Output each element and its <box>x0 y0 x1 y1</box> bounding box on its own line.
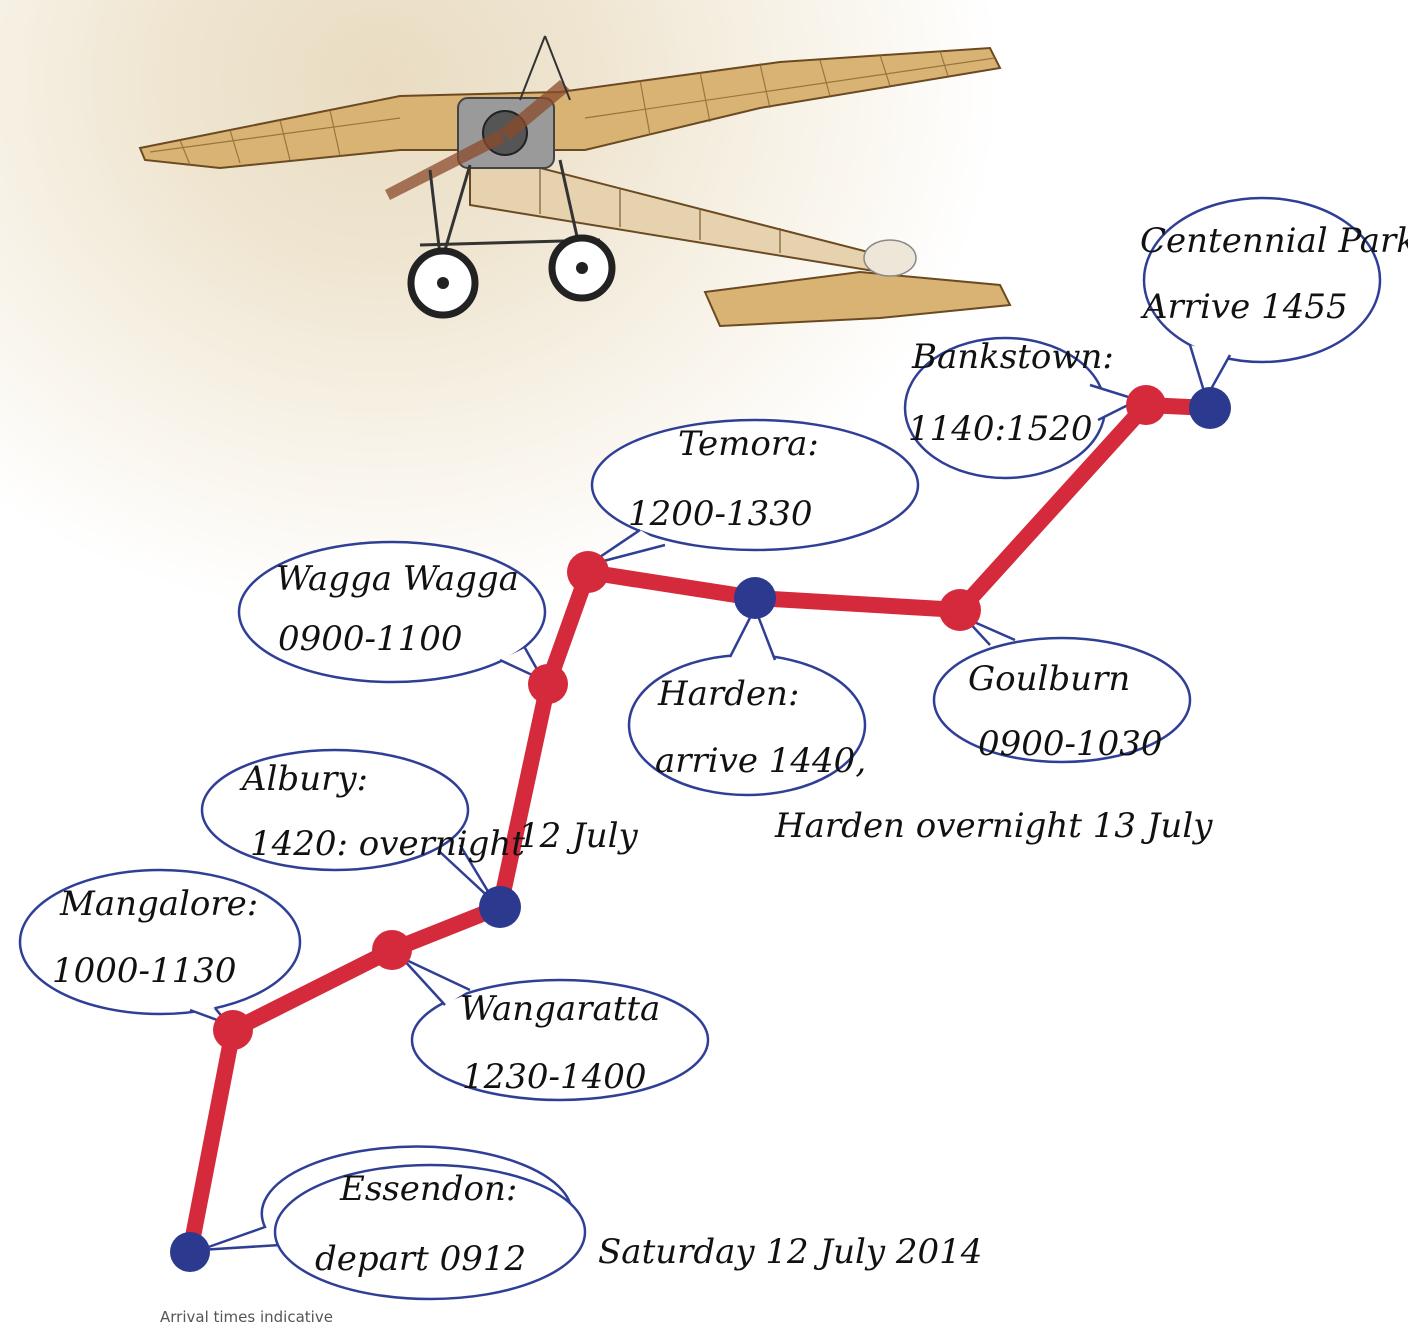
label-centennial-name: Centennial Park <box>1140 221 1408 261</box>
bubble-mangalore <box>18 868 302 1016</box>
dot-wagga <box>528 664 568 704</box>
dot-wangaratta <box>372 930 412 970</box>
dot-goulburn <box>939 589 981 631</box>
start-date-note: Saturday 12 July 2014 <box>598 1232 983 1272</box>
bubble-wangaratta <box>410 978 710 1102</box>
label-wagga-time: 0900-1100 <box>278 619 463 659</box>
dot-harden <box>734 577 776 619</box>
label-essendon-name: Essendon: <box>339 1169 517 1209</box>
bubble-albury <box>200 748 470 872</box>
dot-centennial <box>1189 387 1231 429</box>
harden-overnight-note: Harden overnight 13 July <box>775 806 1213 846</box>
label-harden-time: arrive 1440, <box>655 741 866 781</box>
dot-essendon <box>170 1232 210 1272</box>
label-mangalore-name: Mangalore: <box>59 884 258 924</box>
label-albury-time: 1420: overnight <box>250 824 525 864</box>
label-wangaratta-name: Wangaratta <box>460 989 660 1029</box>
stop-dots <box>170 385 1231 1272</box>
label-mangalore-time: 1000-1130 <box>52 951 237 991</box>
dot-bankstown <box>1126 385 1166 425</box>
dot-mangalore <box>213 1010 253 1050</box>
bubble-wagga <box>237 540 547 684</box>
label-wagga-name: Wagga Wagga <box>276 559 519 599</box>
label-temora-name: Temora: <box>678 424 819 464</box>
airplane-tail <box>703 270 1012 328</box>
label-temora-time: 1200-1330 <box>628 494 813 534</box>
airplane-wing <box>138 46 1002 170</box>
dot-albury <box>479 886 521 928</box>
label-centennial-time: Arrive 1455 <box>1140 287 1348 327</box>
stop-labels: Essendon: depart 0912 Mangalore: 1000-11… <box>52 221 1408 1279</box>
airplane-illustration <box>138 35 1012 328</box>
label-essendon-time: depart 0912 <box>315 1239 526 1279</box>
albury-date-note: 12 July <box>518 816 638 856</box>
airplane-rudder <box>863 239 917 277</box>
footnote: Arrival times indicative <box>160 1308 333 1326</box>
label-harden-name: Harden: <box>657 674 799 714</box>
dot-temora <box>567 551 609 593</box>
route-line <box>182 397 1218 1260</box>
bubble-temora <box>590 418 920 552</box>
label-wangaratta-time: 1230-1400 <box>462 1057 647 1097</box>
bubble-goulburn <box>932 636 1192 764</box>
label-goulburn-name: Goulburn <box>968 659 1130 699</box>
label-goulburn-time: 0900-1030 <box>978 724 1163 764</box>
label-albury-name: Albury: <box>239 759 368 799</box>
label-bankstown-name: Bankstown: <box>911 337 1114 377</box>
bubble-centennial <box>1142 196 1382 364</box>
label-bankstown-time: 1140:1520 <box>908 409 1093 449</box>
